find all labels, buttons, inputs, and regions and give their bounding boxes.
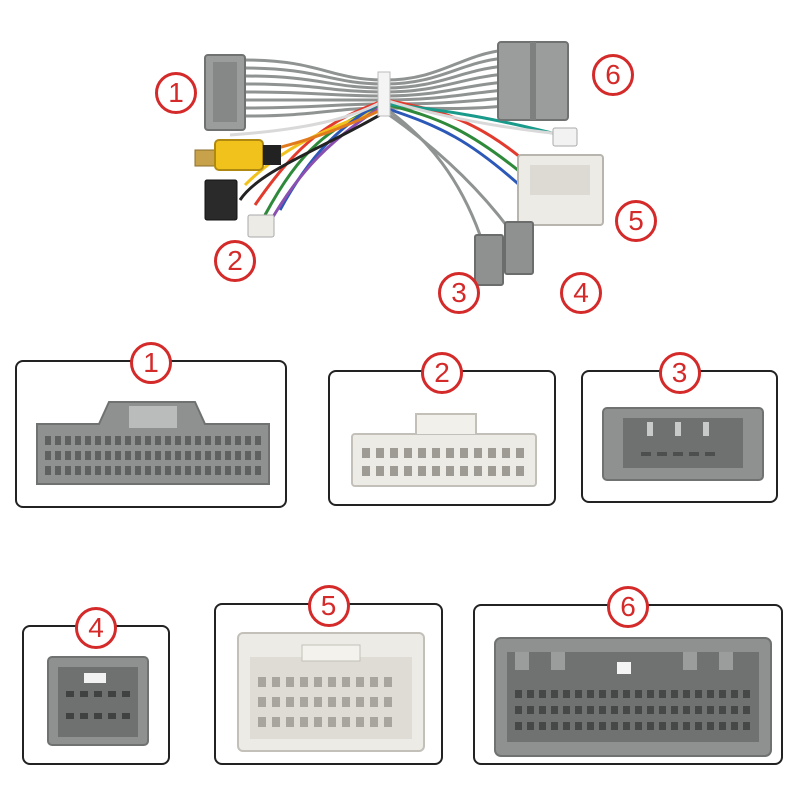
connector-2-illustration: [351, 413, 537, 487]
harness-label-2: 2: [214, 240, 256, 282]
wiring-harness-photo: 1 2 3 4 5 6: [0, 0, 800, 330]
panel-label-5: 5: [307, 585, 350, 627]
harness-label-4: 4: [560, 272, 602, 314]
harness-label-1: 1: [155, 72, 197, 114]
connector-4-illustration: [47, 656, 149, 746]
harness-label-3: 3: [438, 272, 480, 314]
connector-panel-5: 5: [214, 585, 443, 765]
connector-panel-1: 1: [15, 342, 287, 508]
panel-label-2: 2: [421, 352, 463, 394]
connector-3-illustration: [602, 407, 764, 481]
connector-panel-2: 2: [328, 352, 556, 506]
panel-label-4: 4: [75, 607, 117, 649]
harness-illustration: [194, 41, 604, 286]
harness-label-5: 5: [615, 200, 657, 242]
harness-label-6: 6: [592, 54, 634, 96]
connector-panel-3: 3: [581, 352, 778, 503]
panel-label-1: 1: [130, 342, 172, 384]
connector-panel-4: 4: [22, 607, 170, 765]
panel-label-6: 6: [607, 586, 649, 628]
connector-6-illustration: [494, 637, 772, 757]
panel-label-3: 3: [658, 352, 701, 394]
connector-5-illustration: [237, 632, 425, 752]
connector-panel-6: 6: [473, 586, 783, 765]
connector-1-illustration: [36, 401, 270, 485]
